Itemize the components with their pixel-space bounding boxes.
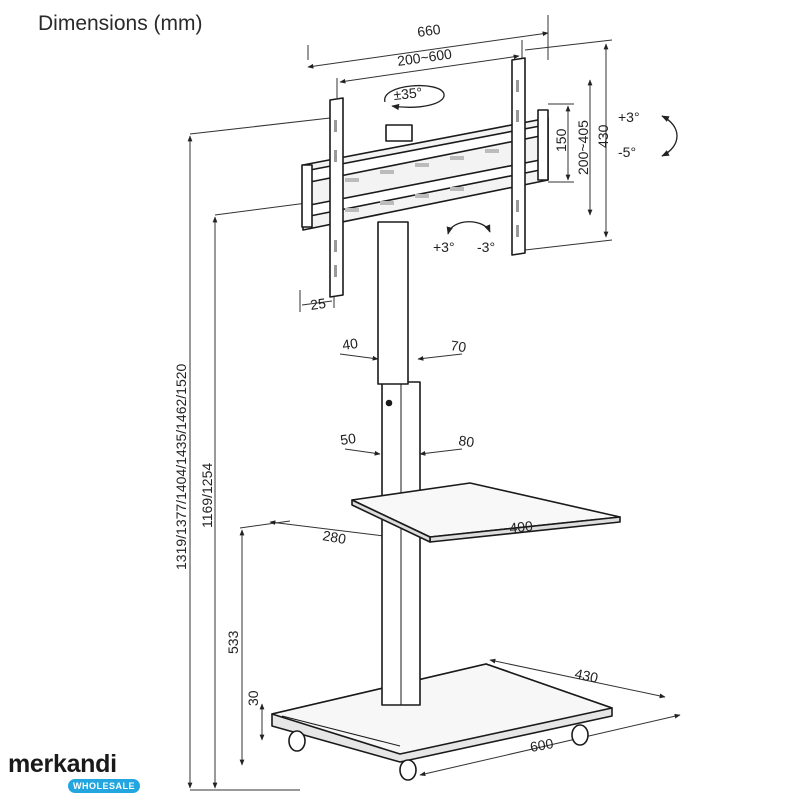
- dim-shelf-height: 533: [225, 630, 241, 654]
- dim-swivel: ±35°: [393, 84, 423, 103]
- dim-upper-pole-left: 40: [341, 335, 359, 353]
- dim-lower-pole-left: 50: [339, 430, 357, 448]
- tv-stand-drawing: [271, 57, 621, 781]
- dimension-labels: 660 200~600 ±35° 430 200~405 150 +3° -5°…: [173, 21, 640, 755]
- dim-mount-height: 430: [595, 124, 611, 148]
- dim-total-height: 1319/1377/1404/1435/1462/1520: [173, 363, 189, 570]
- dim-base-depth: 430: [573, 665, 599, 686]
- dim-upper-pole-right: 70: [450, 337, 468, 355]
- logo-name: merkandi: [8, 750, 117, 778]
- dim-shelf-depth: 280: [321, 527, 347, 547]
- dim-lower-pole-right: 80: [458, 432, 476, 450]
- dim-tilt-up: +3°: [618, 109, 640, 125]
- dim-vesa-vertical: 200~405: [575, 120, 591, 175]
- dim-rotate-right: -3°: [477, 239, 495, 255]
- dim-bracket-offset: 150: [553, 128, 569, 152]
- merkandi-logo: merkandi WHOLESALE: [8, 750, 140, 793]
- dim-shelf-width: 400: [509, 518, 534, 536]
- dim-vesa-horizontal: 200~600: [396, 45, 453, 69]
- dim-tilt-down: -5°: [618, 144, 636, 160]
- dim-base-height: 30: [245, 690, 261, 706]
- rotation-arrows: [384, 84, 678, 235]
- dim-wall-depth: 25: [309, 295, 327, 313]
- logo-tagline: WHOLESALE: [68, 779, 140, 793]
- diagram-title: Dimensions (mm): [38, 12, 203, 35]
- dim-base-width: 600: [529, 735, 555, 755]
- dimension-lines: [187, 15, 681, 791]
- dim-rotate-left: +3°: [433, 239, 455, 255]
- dim-overall-width: 660: [416, 21, 442, 40]
- dim-center-height: 1169/1254: [199, 463, 215, 528]
